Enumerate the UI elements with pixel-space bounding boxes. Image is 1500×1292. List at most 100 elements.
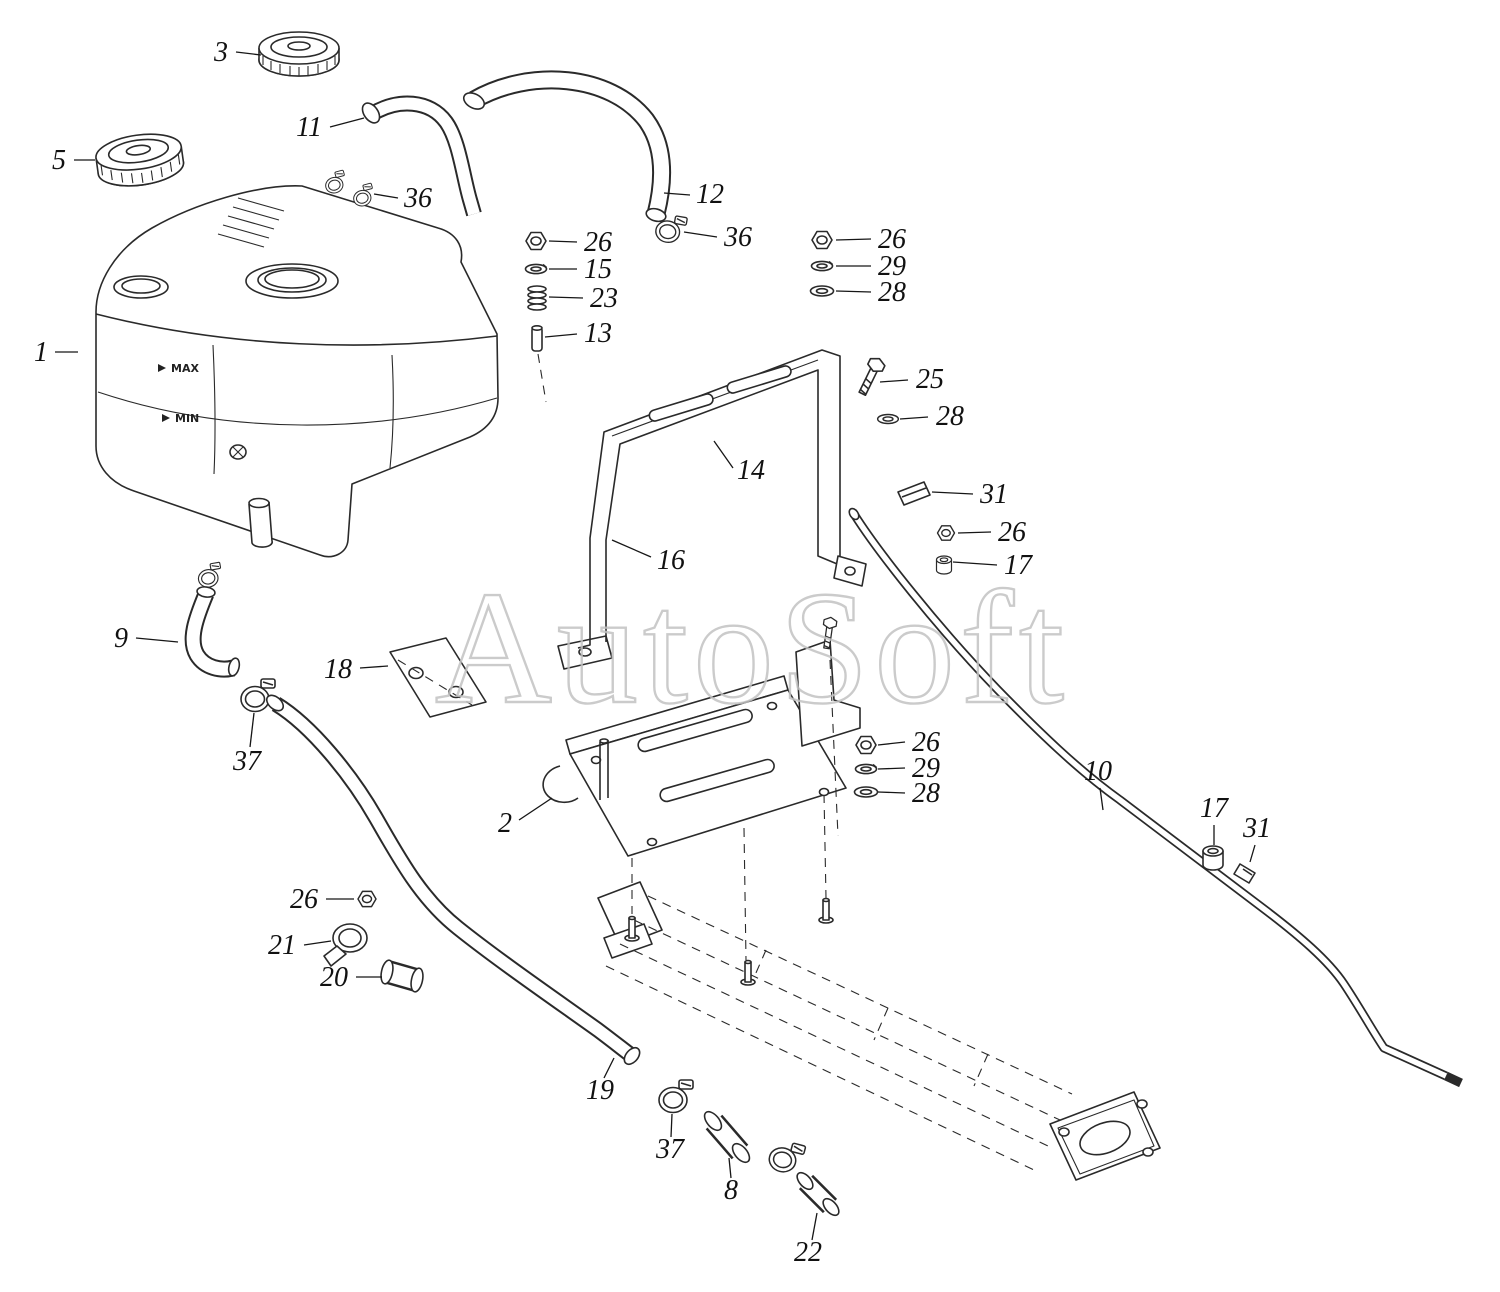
callout-leader-line xyxy=(683,231,718,238)
part-number-label[interactable]: 14 xyxy=(737,455,765,486)
part-number-label[interactable]: 28 xyxy=(912,778,940,809)
part-number-label[interactable]: 20 xyxy=(320,962,348,993)
part-number-label[interactable]: 3 xyxy=(213,37,228,68)
callout-20: 20 xyxy=(320,962,382,993)
callout-leader-line xyxy=(611,539,652,558)
callout-leader-line xyxy=(1249,844,1256,863)
min-mark: MIN xyxy=(175,412,199,425)
part-number-label[interactable]: 19 xyxy=(586,1075,614,1106)
callout-18: 18 xyxy=(324,654,389,685)
part-number-label[interactable]: 26 xyxy=(912,727,940,758)
part-number-label[interactable]: 36 xyxy=(403,183,432,214)
callout-leader-line xyxy=(359,665,389,669)
callout-1: 1 xyxy=(34,337,78,368)
bracket-plate-18 xyxy=(389,637,487,718)
callout-leader-line xyxy=(957,531,992,534)
valve-cap-5 xyxy=(95,133,185,187)
hose-19 xyxy=(265,694,641,1066)
part-number-label[interactable]: 10 xyxy=(1084,756,1112,787)
callout-28: 28 xyxy=(877,778,940,809)
callout-leader-line xyxy=(1099,787,1104,811)
callout-leader-line xyxy=(303,940,332,946)
sleeve-20 xyxy=(380,959,424,993)
callout-19: 19 xyxy=(586,1057,615,1106)
part-number-label[interactable]: 29 xyxy=(878,251,906,282)
mounting-plate-2 xyxy=(542,615,861,961)
part-number-label[interactable]: 31 xyxy=(1242,813,1271,844)
part-number-label[interactable]: 12 xyxy=(696,179,724,210)
bolt-25 xyxy=(854,354,900,425)
part-number-label[interactable]: 18 xyxy=(324,654,352,685)
part-number-label[interactable]: 28 xyxy=(936,401,964,432)
part-number-label[interactable]: 26 xyxy=(998,517,1026,548)
elbow-hose-9 xyxy=(184,561,241,678)
callout-leader-line xyxy=(663,192,691,196)
callout-37: 37 xyxy=(232,712,262,777)
part-number-label[interactable]: 1 xyxy=(34,337,48,368)
callout-3: 3 xyxy=(213,37,262,68)
callout-leader-line xyxy=(877,767,906,770)
part-number-label[interactable]: 22 xyxy=(794,1237,822,1268)
callout-8: 8 xyxy=(724,1157,738,1206)
callout-2: 2 xyxy=(498,797,553,839)
callout-14: 14 xyxy=(713,440,765,486)
expansion-tank: MAX MIN xyxy=(95,185,499,558)
callout-leader-line xyxy=(811,1212,818,1241)
callout-leader-line xyxy=(603,1057,615,1079)
part-number-label[interactable]: 37 xyxy=(655,1134,685,1165)
sleeve-8 xyxy=(703,1110,751,1164)
callout-31: 31 xyxy=(931,479,1008,510)
callout-leader-line xyxy=(249,712,255,748)
callout-26: 26 xyxy=(835,224,906,255)
part-number-label[interactable]: 36 xyxy=(723,222,752,253)
part-number-label[interactable]: 23 xyxy=(590,283,618,314)
fasteners-upper xyxy=(809,230,835,297)
clamp-37b xyxy=(658,1079,694,1114)
part-number-label[interactable]: 2 xyxy=(498,808,512,839)
heater-radiator xyxy=(597,881,1161,1181)
callout-leader-line xyxy=(235,51,262,56)
callout-leader-line xyxy=(899,416,929,420)
callout-26: 26 xyxy=(957,517,1026,548)
part-number-label[interactable]: 5 xyxy=(52,145,66,176)
part-number-label[interactable]: 26 xyxy=(878,224,906,255)
callout-26: 26 xyxy=(290,884,354,915)
part-number-label[interactable]: 16 xyxy=(657,545,685,576)
callout-12: 12 xyxy=(663,179,724,210)
callout-29: 29 xyxy=(836,251,906,282)
part-number-label[interactable]: 21 xyxy=(268,930,296,961)
watermark: AutoSoft xyxy=(435,559,1069,738)
max-mark: MAX xyxy=(171,362,199,375)
mounting-studs xyxy=(624,897,834,986)
part-number-label[interactable]: 26 xyxy=(290,884,318,915)
part-number-label[interactable]: 37 xyxy=(232,746,262,777)
fasteners-middle xyxy=(853,735,879,798)
level-marks: MAX MIN xyxy=(158,362,199,425)
part-number-label[interactable]: 25 xyxy=(916,364,944,395)
callout-leader-line xyxy=(879,379,909,383)
part-number-label[interactable]: 13 xyxy=(584,318,612,349)
callout-36: 36 xyxy=(683,222,752,253)
callout-37: 37 xyxy=(655,1113,685,1165)
callout-17: 17 xyxy=(1200,793,1229,845)
part-number-label[interactable]: 8 xyxy=(724,1175,738,1206)
fasteners-valve xyxy=(524,231,548,403)
spring-23 xyxy=(527,285,547,311)
part-number-label[interactable]: 15 xyxy=(584,254,612,285)
part-number-label[interactable]: 29 xyxy=(912,753,940,784)
callout-31: 31 xyxy=(1242,813,1271,863)
callout-leader-line xyxy=(835,290,872,293)
part-number-label[interactable]: 11 xyxy=(296,112,322,143)
clamp-group-21 xyxy=(323,890,424,993)
part-number-label[interactable]: 31 xyxy=(979,479,1008,510)
part-number-label[interactable]: 17 xyxy=(1200,793,1229,824)
part-number-label[interactable]: 28 xyxy=(878,277,906,308)
callout-15: 15 xyxy=(549,254,612,285)
part-number-label[interactable]: 17 xyxy=(1004,550,1033,581)
part-number-label[interactable]: 26 xyxy=(584,227,612,258)
callout-leader-line xyxy=(835,238,872,241)
part-number-label[interactable]: 9 xyxy=(114,623,128,654)
